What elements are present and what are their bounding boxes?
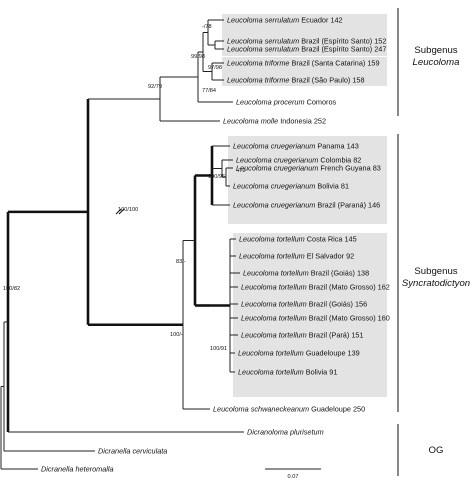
taxon-label: Leucoloma serrulatum Brazil (Espírito Sa… — [227, 45, 386, 54]
clade-box-tortellum — [233, 233, 387, 397]
group-label-leucoloma-1: Subgenus — [414, 45, 457, 56]
support-value: 83/- — [176, 259, 186, 265]
taxon-label: Dicranoloma plurisetum — [247, 428, 324, 437]
taxon-label: Leucoloma procerum Comoros — [236, 98, 337, 107]
taxon-label: Leucoloma tortellum Guadeloupe 139 — [238, 349, 360, 358]
taxon-label: Leucoloma cruegerianum Brazil (Paraná) 1… — [233, 201, 380, 210]
support-value: 100/96 — [208, 174, 225, 180]
support-value: 100/91 — [210, 346, 227, 352]
support-value: 99/98 — [191, 54, 205, 60]
tree-branches — [0, 19, 244, 470]
taxon-label: Leucoloma cruegerianum Colombia 82 — [236, 156, 361, 165]
support-value: -/78 — [202, 24, 212, 30]
group-label-syncratodictyon-2: Syncratodictyon — [402, 278, 470, 289]
taxon-label: Leucoloma serrulatum Brazil (Espírito Sa… — [227, 37, 386, 46]
taxon-label: Leucoloma cruegerianum Panama 143 — [233, 142, 359, 151]
taxon-labels: Leucoloma serrulatum Ecuador 142Leucolom… — [41, 16, 390, 474]
taxon-label: Leucoloma schwaneckeanum Guadeloupe 250 — [213, 405, 365, 414]
support-value: 97/98 — [208, 65, 222, 71]
taxon-label: Leucoloma serrulatum Ecuador 142 — [227, 16, 343, 25]
support-value: 77/84 — [202, 88, 216, 94]
taxon-label: Leucoloma tortellum Brazil (Pará) 151 — [241, 331, 364, 340]
taxon-label: Leucoloma triforme Brazil (Santa Catarin… — [227, 59, 380, 68]
support-value: -/72 — [236, 168, 246, 174]
group-label-outgroup: OG — [429, 445, 444, 456]
group-label-leucoloma-2: Leucoloma — [413, 57, 460, 68]
support-value: 100/- — [170, 332, 183, 338]
taxon-label: Leucoloma tortellum Brazil (Mato Grosso)… — [241, 283, 390, 292]
clade-box-serrulatum — [222, 14, 387, 56]
scale-bar-label: 0.07 — [288, 474, 299, 480]
support-value: 92/79 — [148, 84, 162, 90]
taxon-label: Leucoloma tortellum Costa Rica 145 — [239, 235, 357, 244]
taxon-label: Leucoloma tortellum Brazil (Mato Grosso)… — [241, 314, 390, 323]
clade-box-triforme — [222, 57, 387, 86]
taxon-label: Leucoloma molle Indonesia 252 — [223, 117, 326, 126]
support-value: 100/100 — [118, 207, 138, 213]
taxon-label: Leucoloma cruegerianum French Guyana 83 — [236, 164, 381, 173]
taxon-label: Leucoloma tortellum El Salvador 92 — [239, 252, 354, 261]
taxon-label: Dicranella heteromalla — [41, 465, 114, 474]
taxon-label: Leucoloma cruegerianum Bolivia 81 — [233, 182, 349, 191]
taxon-label: Leucoloma triforme Brazil (São Paulo) 15… — [227, 76, 365, 85]
taxon-label: Leucoloma tortellum Brazil (Goiás) 138 — [243, 269, 369, 278]
taxon-label: Leucoloma tortellum Brazil (Goiás) 156 — [241, 300, 367, 309]
support-value: 100/82 — [3, 286, 20, 292]
taxon-label: Dicranella cerviculata — [98, 447, 167, 456]
group-label-syncratodictyon-1: Subgenus — [414, 266, 457, 277]
taxon-label: Leucoloma tortellum Bolivia 91 — [238, 368, 337, 377]
branch-break-mark — [115, 208, 125, 215]
clade-box-cruegerianum — [228, 136, 387, 224]
